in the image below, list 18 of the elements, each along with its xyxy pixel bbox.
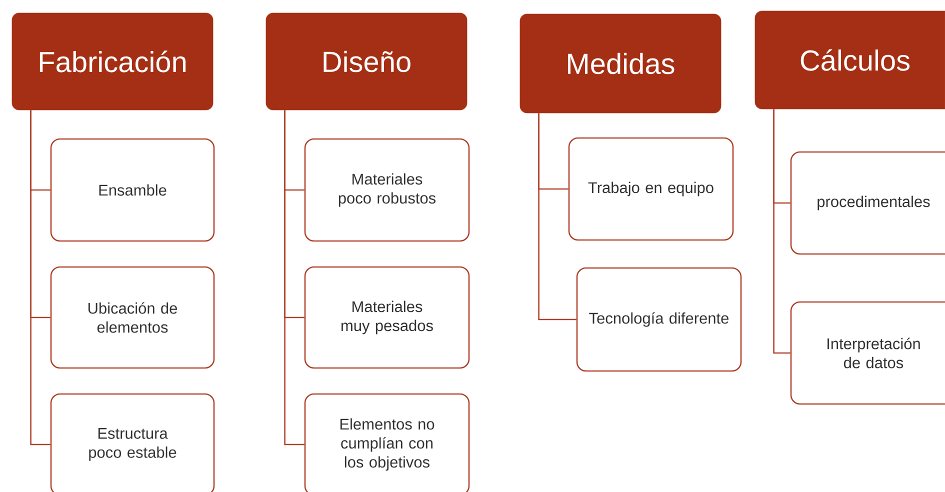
- connector-line: [538, 113, 576, 320]
- cause-box: Ensamble: [50, 138, 215, 242]
- connector-line: [30, 110, 50, 446]
- cause-box: Elementos no cumplían con los objetivos: [304, 393, 470, 492]
- cause-box: Estructura poco estable: [50, 393, 215, 492]
- connector-line: [284, 110, 304, 446]
- cause-box: Materiales poco robustos: [304, 138, 470, 242]
- cause-box: Interpretación de datos: [790, 301, 945, 405]
- category-header: Medidas: [520, 14, 722, 114]
- cause-box: Trabajo en equipo: [568, 137, 734, 241]
- cause-box: Ubicación de elementos: [50, 266, 215, 369]
- cause-box: Tecnología diferente: [576, 267, 742, 372]
- connector-line: [773, 109, 790, 354]
- category-header: Diseño: [266, 12, 468, 110]
- category-header: Fabricación: [12, 12, 214, 110]
- cause-box: procedimentales: [790, 151, 945, 255]
- category-header: Cálculos: [754, 10, 945, 110]
- cause-box: Materiales muy pesados: [304, 266, 470, 369]
